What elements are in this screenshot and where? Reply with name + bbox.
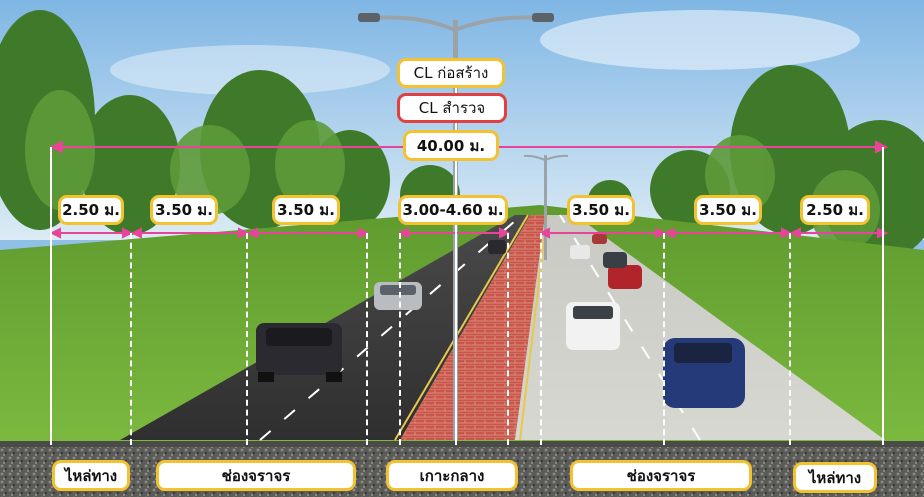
centerline-line — [455, 80, 457, 445]
lane-divider-line — [663, 233, 665, 445]
lane-4-width-label: 3.50 ม. — [694, 195, 762, 225]
edge-line-left — [50, 147, 52, 445]
zone-shoulder-right: ไหล่ทาง — [793, 462, 877, 493]
shoulder-left-width-label: 2.50 ม. — [58, 195, 124, 225]
lane-divider-line — [540, 233, 542, 445]
lane-3-width-label: 3.50 ม. — [567, 195, 635, 225]
lane-divider-line — [789, 233, 791, 445]
zone-median: เกาะกลาง — [386, 460, 518, 491]
cl-survey-label: CL สำรวจ — [397, 93, 507, 123]
total-width-label: 40.00 ม. — [403, 130, 499, 161]
cl-construction-label: CL ก่อสร้าง — [397, 58, 505, 88]
lane-divider-line — [246, 233, 248, 445]
median-edge-line — [507, 233, 509, 445]
shoulder-right-width-label: 2.50 ม. — [800, 195, 870, 225]
lane-divider-line — [366, 233, 368, 445]
median-edge-line — [399, 233, 401, 445]
median-width-label: 3.00-4.60 ม. — [398, 195, 508, 225]
edge-line-right — [882, 147, 884, 445]
zone-lanes-right: ช่องจราจร — [570, 460, 752, 491]
lane-2-width-label: 3.50 ม. — [272, 195, 340, 225]
zone-shoulder-left: ไหล่ทาง — [52, 460, 130, 491]
lane-1-width-label: 3.50 ม. — [150, 195, 218, 225]
zone-lanes-left: ช่องจราจร — [156, 460, 356, 491]
lane-divider-line — [130, 233, 132, 445]
